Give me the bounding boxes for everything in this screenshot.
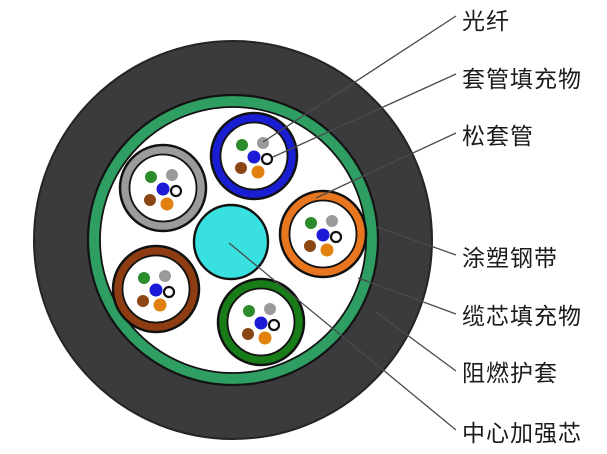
leader-line-strength-member (228, 242, 457, 431)
leader-line-fiber (262, 15, 457, 143)
leader-line-tube-filler (272, 73, 457, 158)
fiber-dot-brown (235, 162, 247, 174)
loose-tube-gray (118, 143, 208, 233)
fiber-dot-blue (316, 228, 330, 242)
fiber-dot-white (329, 230, 343, 244)
label-jacket: 阻燃护套 (462, 361, 558, 387)
label-loose-tube: 松套管 (462, 124, 534, 150)
leader-line-loose-tube (315, 132, 457, 199)
loose-tube-green (216, 277, 306, 367)
fiber-dot-orange (251, 165, 265, 179)
label-tube-filler: 套管填充物 (462, 67, 582, 93)
fiber-dot-brown (304, 240, 316, 252)
leader-line-core-filler (357, 277, 457, 315)
fiber-dot-white (169, 184, 183, 198)
fiber-dot-white (267, 318, 281, 332)
fiber-dot-brown (137, 295, 149, 307)
leader-line-jacket (375, 311, 457, 372)
label-fiber: 光纤 (462, 9, 510, 35)
fiber-dot-gray (264, 303, 276, 315)
fiber-dot-blue (247, 150, 261, 164)
loose-tube-brown (111, 244, 201, 334)
fiber-dot-orange (153, 298, 167, 312)
fiber-dot-blue (149, 283, 163, 297)
fiber-dot-gray (326, 215, 338, 227)
fiber-dot-white (260, 152, 274, 166)
label-core-filler: 缆芯填充物 (462, 304, 582, 330)
fiber-dot-green (145, 171, 157, 183)
fiber-dot-orange (160, 197, 174, 211)
fiber-dot-blue (156, 182, 170, 196)
fiber-dot-orange (320, 243, 334, 257)
leader-line-steel-tape (376, 226, 457, 256)
fiber-dot-green (236, 139, 248, 151)
fiber-dot-green (138, 272, 150, 284)
loose-tube-orange (278, 189, 368, 279)
label-strength-member: 中心加强芯 (462, 421, 582, 447)
label-steel-tape: 涂塑钢带 (462, 246, 558, 272)
fiber-dot-blue (254, 316, 268, 330)
loose-tube-blue (209, 111, 299, 201)
fiber-dot-green (305, 217, 317, 229)
fiber-dot-green (243, 305, 255, 317)
fiber-dot-gray (159, 270, 171, 282)
fiber-dot-white (162, 285, 176, 299)
fiber-dot-brown (144, 194, 156, 206)
fiber-dot-gray (166, 169, 178, 181)
fiber-dot-orange (258, 331, 272, 345)
central-strength-member (192, 203, 270, 281)
fiber-dot-brown (242, 328, 254, 340)
